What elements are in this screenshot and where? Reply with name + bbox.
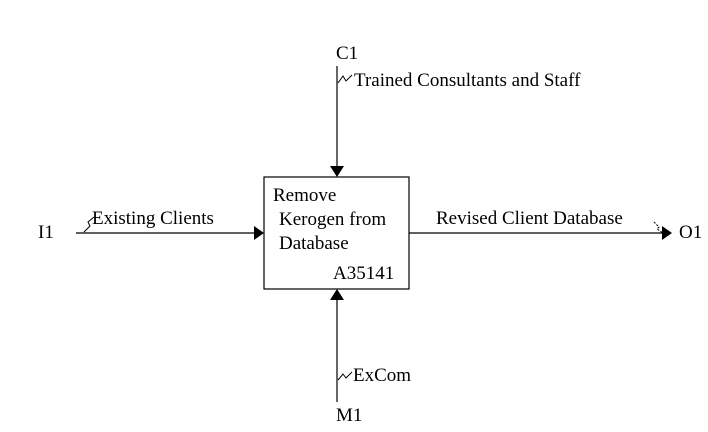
mechanism-label: ExCom [353,365,411,386]
mechanism-squiggle-icon [337,371,353,381]
mechanism-code: M1 [336,405,362,426]
activity-node-id: A35141 [333,263,394,284]
input-squiggle-icon [83,216,95,233]
activity-title-line-1: Remove [273,185,336,206]
output-arrowhead [662,226,672,240]
mechanism-arrowhead [330,289,344,300]
output-squiggle-icon [653,221,664,234]
activity-box-border [263,176,410,290]
control-label: Trained Consultants and Staff [354,70,581,91]
output-code: O1 [679,222,702,243]
activity-box[interactable]: Remove Kerogen from Database A35141 [263,176,410,290]
mechanism-arrow[interactable]: M1 ExCom [330,289,411,426]
output-label: Revised Client Database [436,208,623,229]
control-squiggle-icon [337,74,353,84]
control-code: C1 [336,43,358,64]
input-label: Existing Clients [92,208,214,229]
output-arrow[interactable]: O1 Revised Client Database [409,208,702,243]
input-arrow[interactable]: I1 Existing Clients [38,208,264,243]
input-code: I1 [38,222,54,243]
control-arrowhead [330,166,344,177]
control-arrow[interactable]: C1 Trained Consultants and Staff [330,43,581,177]
activity-title-line-2: Kerogen from [279,209,386,230]
activity-title-line-3: Database [279,233,349,254]
input-arrowhead [254,226,264,240]
